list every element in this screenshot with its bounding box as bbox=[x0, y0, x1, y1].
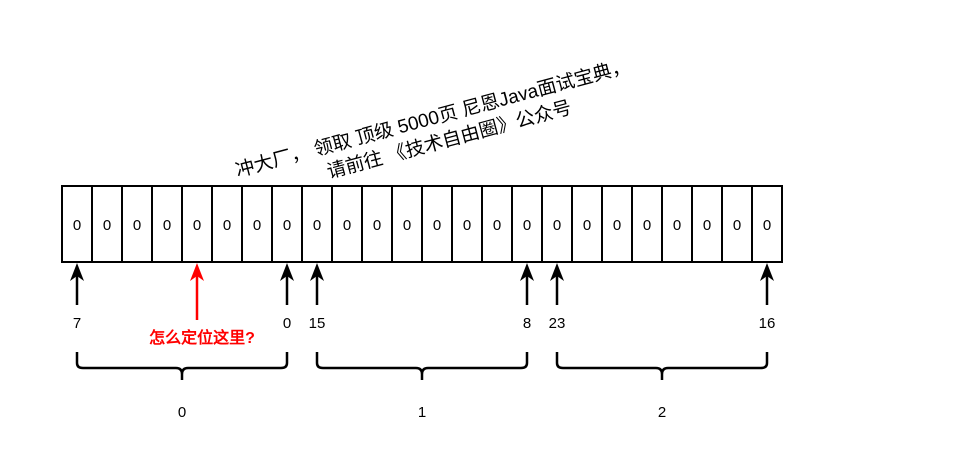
bit-arrow-head bbox=[760, 263, 774, 281]
group-brace bbox=[75, 352, 289, 380]
bit-value: 0 bbox=[613, 217, 621, 234]
bit-cell bbox=[331, 185, 363, 263]
bit-value: 0 bbox=[253, 217, 261, 234]
bit-value: 0 bbox=[583, 217, 591, 234]
bit-index-label: 16 bbox=[759, 315, 776, 332]
promo-banner: 冲大厂， 领取 顶级 5000页 尼恩Java面试宝典， 请前往 《技术自由圈》… bbox=[233, 55, 632, 183]
promo-line-1: 冲大厂， 领取 顶级 5000页 尼恩Java面试宝典， bbox=[233, 55, 632, 182]
bit-value: 0 bbox=[73, 217, 81, 234]
bit-cell bbox=[121, 185, 153, 263]
bit-value: 0 bbox=[763, 217, 771, 234]
group-brace bbox=[555, 352, 769, 380]
bit-cell bbox=[421, 185, 453, 263]
bit-value: 0 bbox=[373, 217, 381, 234]
bit-value: 0 bbox=[733, 217, 741, 234]
bit-cell bbox=[451, 185, 483, 263]
bit-value: 0 bbox=[403, 217, 411, 234]
bit-cell bbox=[661, 185, 693, 263]
bit-value: 0 bbox=[223, 217, 231, 234]
bit-value: 0 bbox=[553, 217, 561, 234]
bit-arrow-head bbox=[70, 263, 84, 281]
bit-value: 0 bbox=[643, 217, 651, 234]
bit-arrow-head bbox=[520, 263, 534, 281]
byte-groups: 0 1 2 bbox=[75, 352, 769, 421]
bit-value: 0 bbox=[703, 217, 711, 234]
bit-arrow-head bbox=[310, 263, 324, 281]
group-brace bbox=[315, 352, 529, 380]
bit-index-label: 8 bbox=[523, 315, 531, 332]
group-label: 1 bbox=[418, 404, 426, 421]
bit-cell bbox=[691, 185, 723, 263]
bit-cell bbox=[181, 185, 213, 263]
bit-arrow-head bbox=[280, 263, 294, 281]
group-label: 2 bbox=[658, 404, 666, 421]
bit-cell bbox=[211, 185, 243, 263]
bit-cell bbox=[721, 185, 753, 263]
bit-cell bbox=[61, 185, 93, 263]
bit-cell bbox=[601, 185, 633, 263]
pointer-arrows: 7 0 15 8 23 16 怎么定位这里? bbox=[70, 263, 775, 347]
bit-value: 0 bbox=[523, 217, 531, 234]
bit-value: 0 bbox=[433, 217, 441, 234]
bit-value: 0 bbox=[133, 217, 141, 234]
bit-value: 0 bbox=[673, 217, 681, 234]
bit-cell bbox=[91, 185, 123, 263]
bit-arrow-head bbox=[550, 263, 564, 281]
group-label: 0 bbox=[178, 404, 186, 421]
bit-value: 0 bbox=[343, 217, 351, 234]
bit-value: 0 bbox=[283, 217, 291, 234]
bit-index-label: 23 bbox=[549, 315, 566, 332]
question-label: 怎么定位这里? bbox=[149, 328, 255, 347]
question-arrow-head bbox=[190, 263, 204, 281]
bit-cell bbox=[151, 185, 183, 263]
bit-cell bbox=[751, 185, 783, 263]
bit-index-label: 7 bbox=[73, 315, 81, 332]
bit-index-label: 0 bbox=[283, 315, 291, 332]
bit-value: 0 bbox=[193, 217, 201, 234]
bit-cell bbox=[481, 185, 513, 263]
bit-value: 0 bbox=[163, 217, 171, 234]
bit-value: 0 bbox=[103, 217, 111, 234]
bit-value: 0 bbox=[493, 217, 501, 234]
bit-cells: 0 0 0 0 0 0 0 0 0 0 0 0 0 0 0 0 0 0 0 0 0 0 0 0 bbox=[61, 185, 783, 263]
bit-cell bbox=[541, 185, 573, 263]
bit-cell bbox=[571, 185, 603, 263]
bit-cell bbox=[361, 185, 393, 263]
bit-value: 0 bbox=[463, 217, 471, 234]
bit-cell bbox=[391, 185, 423, 263]
bit-value: 0 bbox=[313, 217, 321, 234]
bit-cell bbox=[271, 185, 303, 263]
bit-cell bbox=[511, 185, 543, 263]
bit-index-label: 15 bbox=[309, 315, 326, 332]
